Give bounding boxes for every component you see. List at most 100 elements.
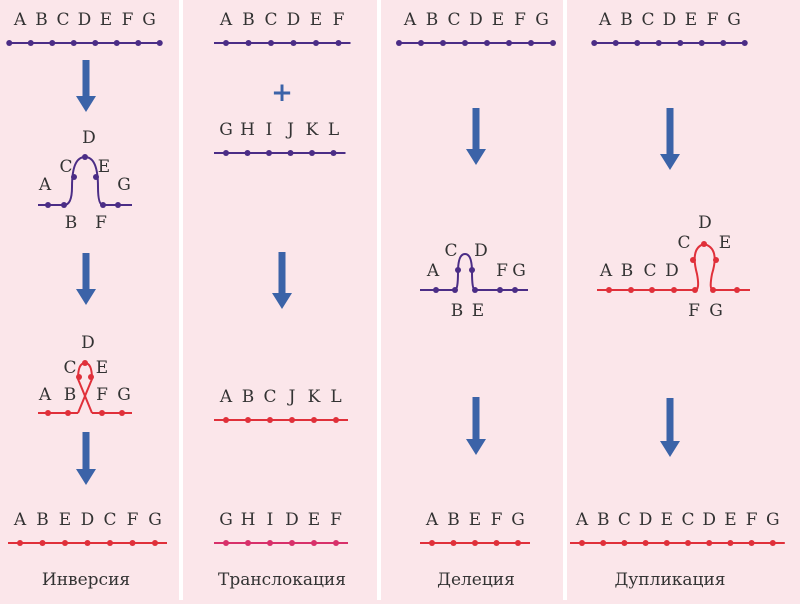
- gene-locus: [550, 40, 556, 46]
- gene-label: A: [38, 385, 52, 405]
- gene-locus: [655, 40, 662, 46]
- gene-locus: [677, 40, 684, 46]
- gene-locus: [452, 287, 458, 293]
- gene-locus: [606, 287, 612, 293]
- gene-label: F: [707, 10, 719, 30]
- gene-locus: [333, 417, 339, 423]
- gene-locus: [244, 150, 251, 156]
- gene-locus: [741, 40, 748, 46]
- gene-locus: [671, 287, 677, 293]
- gene-locus: [515, 540, 521, 546]
- gene-locus: [245, 417, 251, 423]
- gene-label: G: [709, 301, 723, 321]
- gene-label: B: [64, 385, 77, 405]
- down-arrow-shaft: [666, 398, 674, 443]
- gene-label: F: [95, 213, 107, 233]
- gene-locus: [92, 40, 99, 46]
- gene-locus: [115, 202, 121, 208]
- panel-caption: Дупликация: [614, 570, 725, 590]
- gene-locus: [27, 40, 34, 46]
- gene-locus: [418, 40, 424, 46]
- gene-locus: [62, 540, 68, 546]
- gene-label: E: [96, 358, 108, 378]
- gene-label: E: [100, 10, 112, 30]
- gene-label: G: [219, 510, 233, 530]
- gene-locus: [621, 540, 628, 546]
- panel-caption: Инверсия: [42, 570, 130, 590]
- gene-locus: [333, 540, 339, 546]
- gene-label: E: [472, 301, 484, 321]
- gene-locus: [45, 410, 51, 416]
- gene-locus: [245, 40, 252, 46]
- gene-label: D: [82, 128, 96, 148]
- gene-label: B: [620, 10, 633, 30]
- gene-locus: [223, 540, 229, 546]
- gene-locus: [71, 174, 77, 180]
- gene-label: G: [117, 385, 131, 405]
- down-arrow-head: [76, 289, 96, 305]
- panel-divider: [179, 0, 183, 600]
- gene-label: A: [38, 175, 52, 195]
- gene-label: A: [219, 387, 233, 407]
- gene-locus: [76, 374, 82, 380]
- gene-label: B: [36, 510, 49, 530]
- gene-locus: [634, 40, 641, 46]
- gene-label: F: [496, 261, 508, 281]
- gene-locus: [88, 374, 94, 380]
- gene-label: B: [65, 213, 78, 233]
- gene-label: D: [78, 10, 92, 30]
- gene-label: B: [621, 261, 634, 281]
- gene-label: B: [426, 10, 439, 30]
- gene-label: D: [287, 10, 301, 30]
- gene-locus: [223, 150, 229, 156]
- gene-label: C: [103, 510, 116, 530]
- gene-locus: [469, 267, 475, 273]
- gene-locus: [287, 150, 294, 156]
- gene-label: B: [597, 510, 610, 530]
- gene-locus: [690, 257, 696, 263]
- down-arrow-shaft: [472, 108, 480, 151]
- gene-locus: [311, 417, 317, 423]
- down-arrow-head: [76, 96, 96, 112]
- gene-locus: [591, 40, 598, 46]
- gene-label: C: [264, 10, 277, 30]
- gene-label: F: [333, 10, 345, 30]
- gene-locus: [45, 202, 51, 208]
- gene-label: E: [661, 510, 673, 530]
- gene-label: D: [285, 510, 299, 530]
- gene-label: D: [474, 241, 488, 261]
- down-arrow-shaft: [278, 252, 286, 295]
- deletion-loop: [454, 252, 476, 291]
- gene-label: K: [308, 387, 321, 407]
- gene-label: A: [219, 10, 233, 30]
- gene-label: G: [727, 10, 741, 30]
- gene-label: C: [677, 233, 690, 253]
- gene-label: A: [599, 261, 613, 281]
- gene-locus: [49, 40, 56, 46]
- gene-locus: [698, 40, 705, 46]
- gene-label: L: [330, 387, 341, 407]
- panel-caption: Делеция: [437, 570, 515, 590]
- gene-locus: [440, 40, 446, 46]
- gene-locus: [82, 360, 88, 366]
- gene-label: F: [127, 510, 139, 530]
- gene-label: F: [96, 385, 108, 405]
- gene-label: A: [426, 261, 440, 281]
- gene-label: E: [719, 233, 731, 253]
- gene-locus: [455, 267, 461, 273]
- duplication-loop: [693, 242, 716, 291]
- gene-label: G: [766, 510, 780, 530]
- gene-locus: [710, 287, 716, 293]
- gene-label: A: [13, 10, 27, 30]
- gene-locus: [119, 410, 125, 416]
- gene-locus: [245, 540, 251, 546]
- gene-label: D: [702, 510, 716, 530]
- gene-label: J: [287, 387, 296, 407]
- gene-locus: [433, 287, 439, 293]
- panel-divider: [377, 0, 381, 600]
- gene-locus: [156, 40, 163, 46]
- gene-locus: [267, 417, 273, 423]
